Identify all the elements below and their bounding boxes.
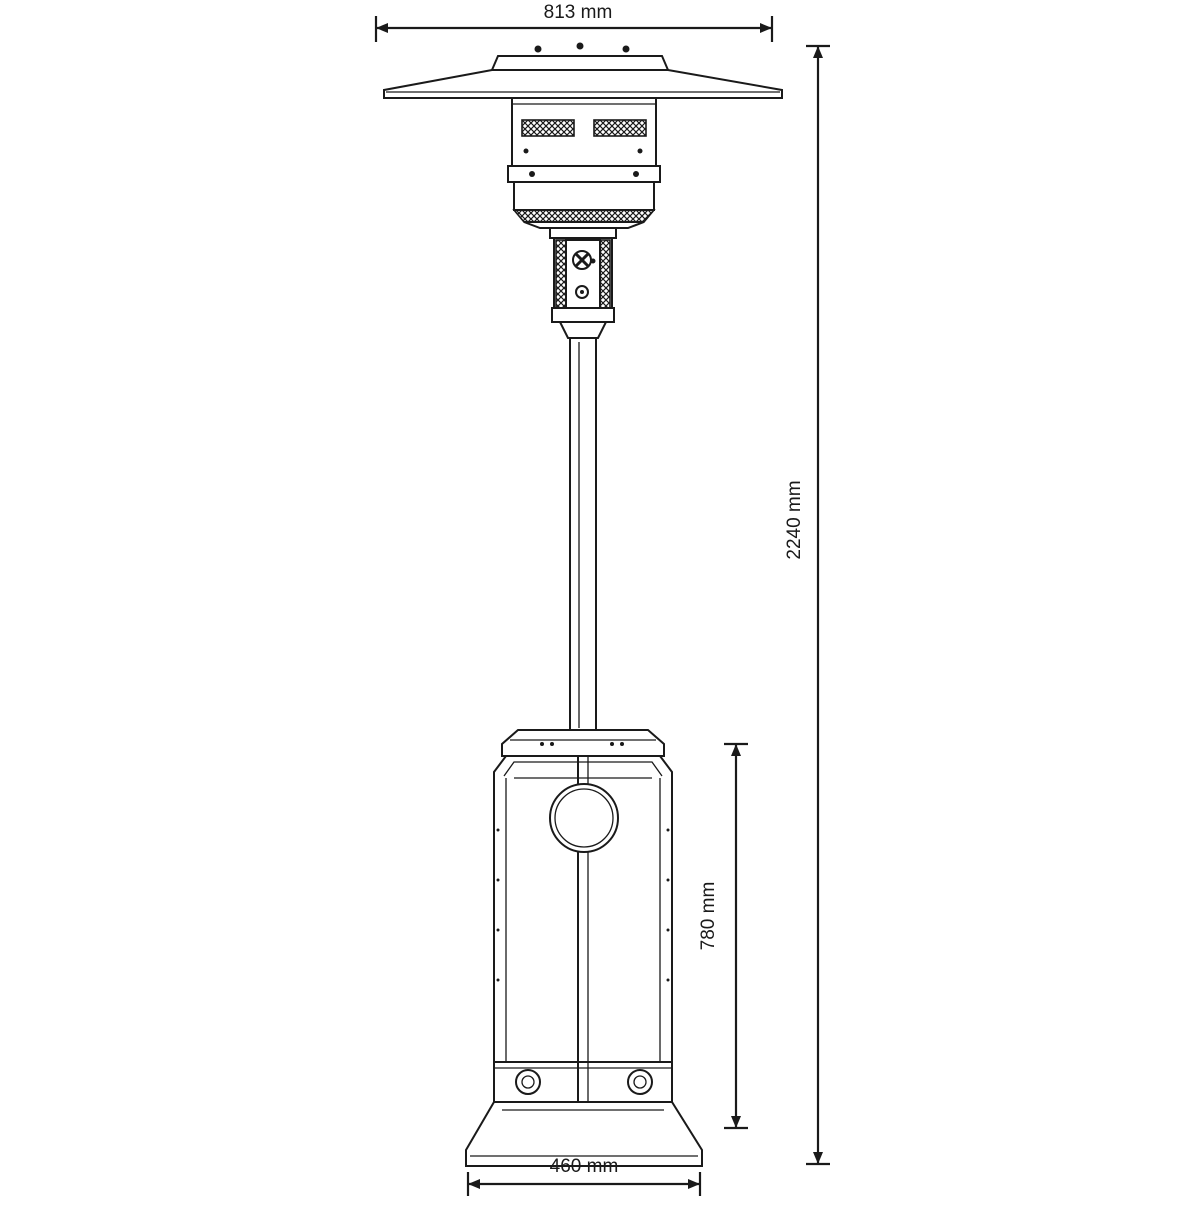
dimension-top-width-label: 813 mm [544,2,613,23]
base-plate [465,1101,703,1167]
heater-reflector [383,42,783,99]
tank-housing [493,729,673,1103]
burner-head [507,97,661,229]
dimension-base-height: 780 mm [698,742,748,1130]
dimension-base-width: 460 mm [466,1156,702,1196]
dimension-top-width: 813 mm [374,2,774,42]
dimension-base-width-label: 460 mm [550,1156,619,1177]
post [569,337,597,731]
dimension-total-height-label: 2240 mm [784,480,805,559]
dimension-base-height-label: 780 mm [698,882,719,951]
control-housing [549,227,617,342]
dimension-total-height: 2240 mm [784,44,830,1166]
